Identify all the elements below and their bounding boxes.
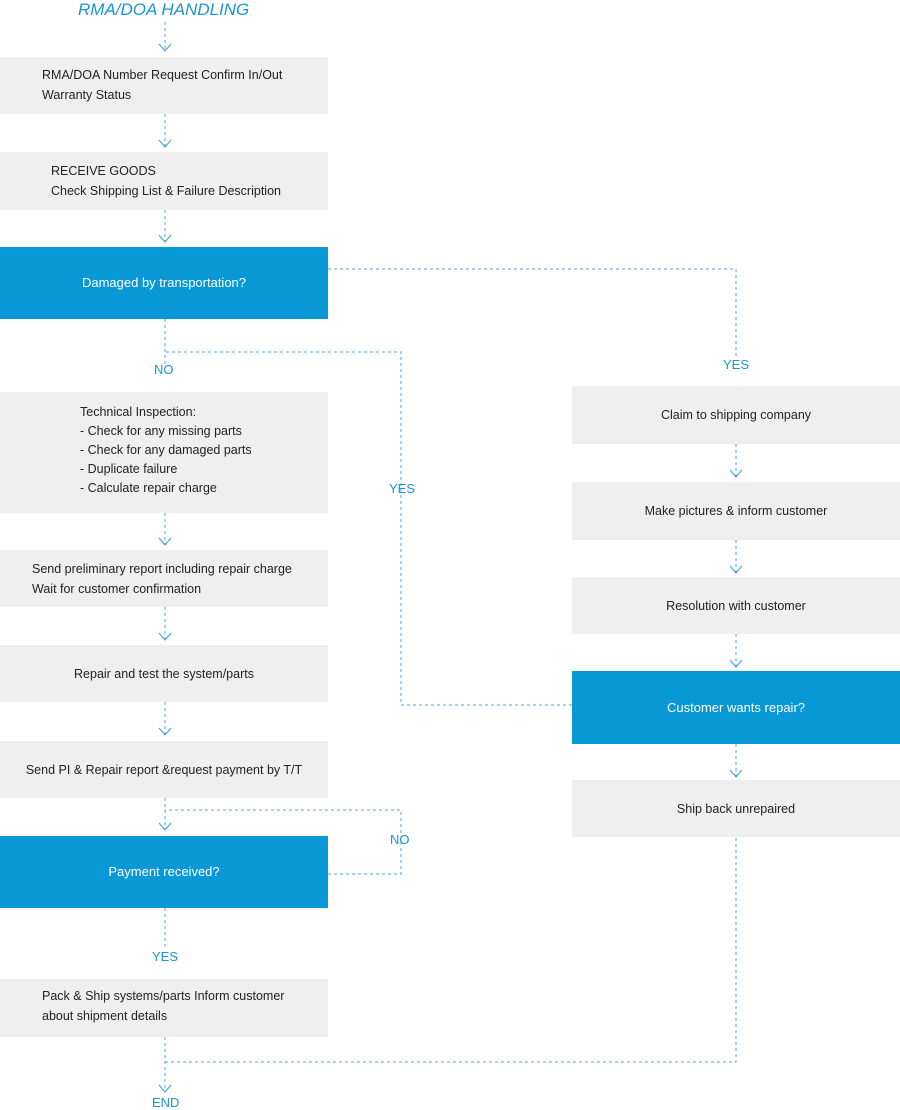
connector-yes-damaged bbox=[328, 268, 737, 358]
arrow-head bbox=[158, 537, 172, 546]
step-technical-inspection: Technical Inspection: - Check for any mi… bbox=[0, 392, 328, 513]
step-text: Ship back unrepaired bbox=[676, 801, 796, 816]
step-text: Warranty Status bbox=[42, 88, 132, 102]
step-text: RMA/DOA Number Request Confirm In/Out bbox=[42, 68, 283, 82]
step-text: Send preliminary report including repair… bbox=[32, 562, 292, 576]
step-text: - Calculate repair charge bbox=[80, 481, 217, 495]
arrow-head bbox=[158, 632, 172, 641]
step-text: Claim to shipping company bbox=[660, 408, 812, 422]
arrow-head bbox=[158, 822, 172, 831]
decision-text: Customer wants repair? bbox=[667, 699, 805, 715]
decision-payment-received: Payment received? bbox=[0, 836, 328, 908]
step-text: RECEIVE GOODS bbox=[51, 164, 156, 178]
step-text: Pack & Ship systems/parts Inform custome… bbox=[42, 989, 285, 1003]
step-make-pictures: Make pictures & inform customer bbox=[572, 482, 900, 540]
arrow-head bbox=[729, 659, 743, 668]
step-text: about shipment details bbox=[42, 1009, 168, 1023]
decision-text: Damaged by transportation? bbox=[81, 275, 247, 290]
step-pack-and-ship: Pack & Ship systems/parts Inform custome… bbox=[0, 979, 328, 1037]
label-yes-repair: YES bbox=[389, 481, 416, 496]
connector-ship-back-end bbox=[165, 838, 737, 1063]
arrow-head bbox=[158, 1084, 172, 1093]
arrow-head bbox=[158, 43, 172, 52]
step-repair-and-test: Repair and test the system/parts bbox=[0, 645, 328, 702]
diagram-title: RMA/DOA HANDLING bbox=[78, 0, 250, 19]
step-receive-goods: RECEIVE GOODS Check Shipping List & Fail… bbox=[0, 152, 328, 210]
label-yes-damaged: YES bbox=[723, 357, 750, 372]
arrow-head bbox=[729, 769, 743, 778]
step-rma-request: RMA/DOA Number Request Confirm In/Out Wa… bbox=[0, 57, 328, 114]
connector-yes-repair bbox=[165, 351, 572, 706]
step-text: - Duplicate failure bbox=[80, 462, 178, 476]
label-no-payment: NO bbox=[390, 832, 410, 847]
step-ship-back-unrepaired: Ship back unrepaired bbox=[572, 780, 900, 837]
arrow-head bbox=[158, 234, 172, 243]
arrow-head bbox=[729, 565, 743, 574]
step-text: Make pictures & inform customer bbox=[644, 504, 828, 518]
decision-text: Payment received? bbox=[108, 864, 220, 879]
step-claim-shipping-company: Claim to shipping company bbox=[572, 386, 900, 444]
decision-damaged-by-transportation: Damaged by transportation? bbox=[0, 247, 328, 319]
step-text: - Check for any damaged parts bbox=[80, 443, 252, 457]
step-text: Technical Inspection: bbox=[80, 405, 197, 419]
decision-customer-wants-repair: Customer wants repair? bbox=[572, 671, 900, 744]
step-text: Repair and test the system/parts bbox=[74, 666, 254, 681]
step-text: Wait for customer confirmation bbox=[32, 582, 202, 596]
step-text: Resolution with customer bbox=[666, 598, 806, 613]
arrow-head bbox=[729, 469, 743, 478]
step-send-pi: Send PI & Repair report &request payment… bbox=[0, 741, 328, 798]
arrow-head bbox=[158, 139, 172, 148]
arrow-head bbox=[158, 727, 172, 736]
connector-no-payment bbox=[165, 809, 402, 875]
step-preliminary-report: Send preliminary report including repair… bbox=[0, 550, 328, 607]
step-text: Send PI & Repair report &request payment… bbox=[25, 762, 303, 777]
label-no-damaged: NO bbox=[154, 362, 174, 377]
label-end: END bbox=[152, 1095, 180, 1110]
step-resolution-with-customer: Resolution with customer bbox=[572, 577, 900, 634]
step-text: - Check for any missing parts bbox=[80, 424, 242, 438]
step-text: Check Shipping List & Failure Descriptio… bbox=[51, 184, 281, 198]
label-yes-payment: YES bbox=[152, 949, 179, 964]
